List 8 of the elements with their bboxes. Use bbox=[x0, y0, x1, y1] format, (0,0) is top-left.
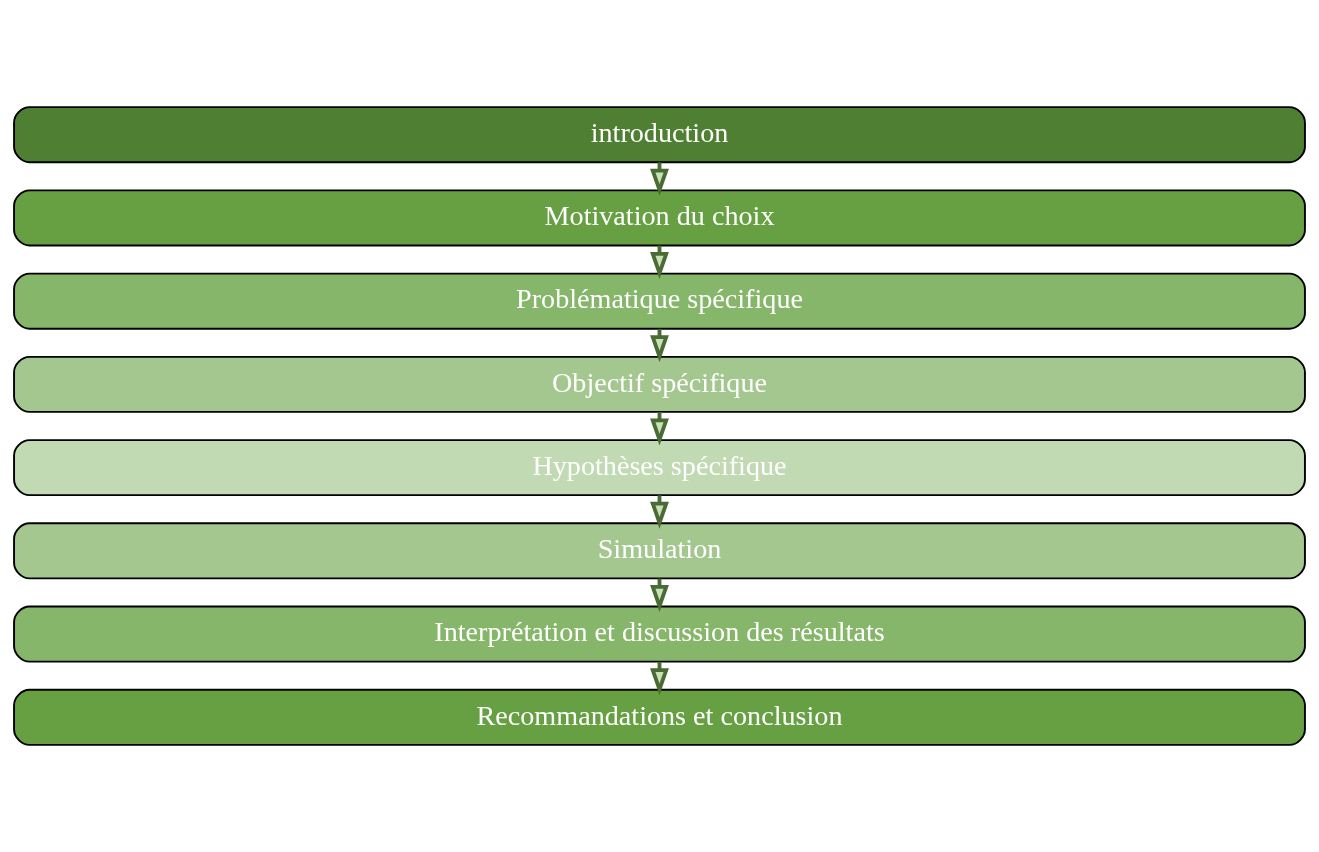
node-box: Simulation bbox=[13, 522, 1306, 580]
node-box: Motivation du choix bbox=[13, 189, 1306, 247]
node-box: Recommandations et conclusion bbox=[13, 688, 1306, 746]
node-box: introduction bbox=[13, 106, 1306, 164]
node-box: Hypothèses spécifique bbox=[13, 439, 1306, 497]
node-box: Objectif spécifique bbox=[13, 355, 1306, 413]
node-box: Interprétation et discussion des résultats bbox=[13, 605, 1306, 663]
node-box: Problématique spécifique bbox=[13, 272, 1306, 330]
